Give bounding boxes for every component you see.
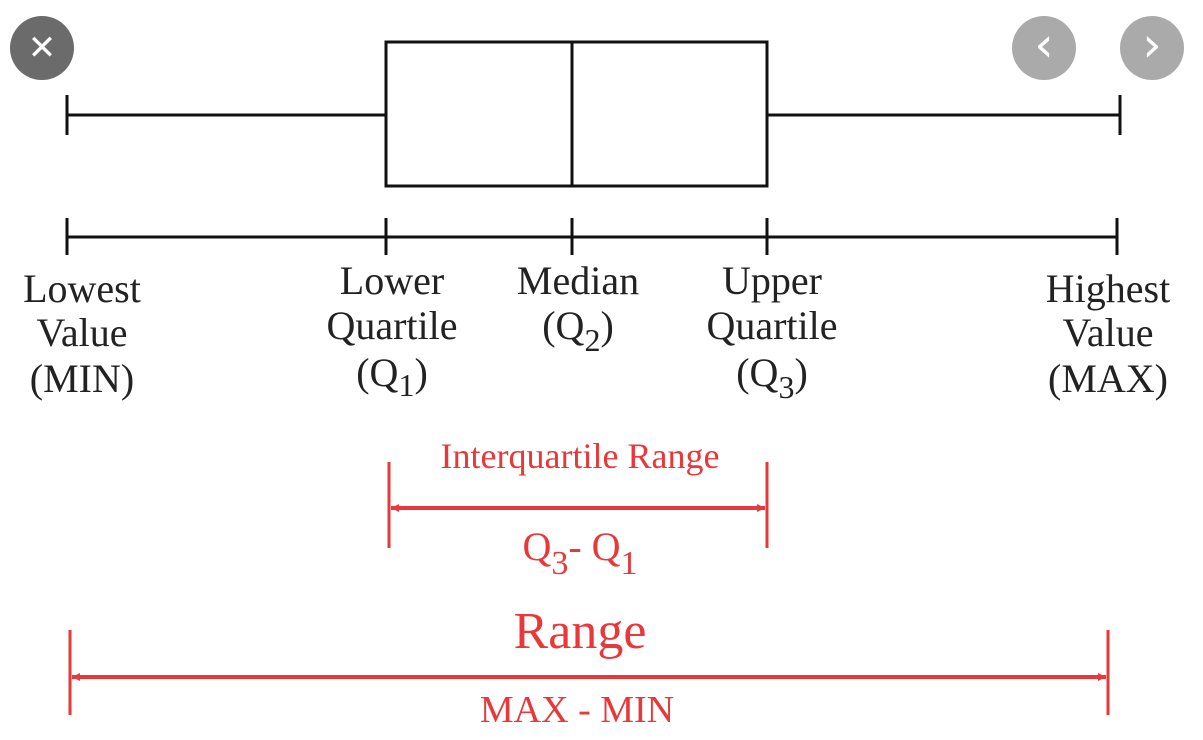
quartile-box — [384, 40, 769, 188]
chevron-left-icon: ‹ — [1034, 17, 1054, 73]
svg-text:(Q1): (Q1) — [356, 350, 428, 403]
label-q3: Upper Quartile (Q3) — [706, 258, 837, 405]
svg-text:(Q3): (Q3) — [736, 350, 808, 405]
range-title: Range — [514, 603, 647, 660]
chevron-right-icon: › — [1142, 17, 1162, 73]
scale-axis — [65, 218, 1119, 255]
svg-text:Quartile: Quartile — [706, 303, 837, 348]
previous-button[interactable]: ‹ — [1012, 16, 1076, 80]
svg-text:Value: Value — [1062, 310, 1153, 355]
svg-text:Quartile: Quartile — [326, 303, 457, 348]
svg-text:Lowest: Lowest — [23, 266, 141, 311]
svg-text:Upper: Upper — [722, 258, 822, 303]
svg-text:Highest: Highest — [1046, 266, 1170, 311]
label-min: Lowest Value (MIN) — [23, 266, 141, 401]
svg-text:Median: Median — [517, 258, 639, 303]
svg-text:(MAX): (MAX) — [1048, 356, 1168, 401]
interquartile-range-annotation: Interquartile Range Q3- Q1 — [387, 436, 769, 582]
next-button[interactable]: › — [1120, 16, 1184, 80]
label-max: Highest Value (MAX) — [1046, 266, 1170, 401]
svg-text:Value: Value — [36, 310, 127, 355]
svg-text:(MIN): (MIN) — [30, 356, 134, 401]
close-icon: ✕ — [27, 28, 57, 68]
iqr-formula: Q3- Q1 — [522, 524, 637, 582]
close-button[interactable]: ✕ — [10, 16, 74, 80]
svg-text:Lower: Lower — [340, 258, 444, 303]
iqr-title: Interquartile Range — [441, 436, 720, 476]
label-q1: Lower Quartile (Q1) — [326, 258, 457, 403]
box-plot — [65, 40, 1122, 188]
label-median: Median (Q2) — [517, 258, 639, 358]
svg-text:(Q2): (Q2) — [542, 303, 614, 358]
range-annotation: Range MAX - MIN — [68, 603, 1110, 731]
range-formula: MAX - MIN — [480, 689, 674, 731]
